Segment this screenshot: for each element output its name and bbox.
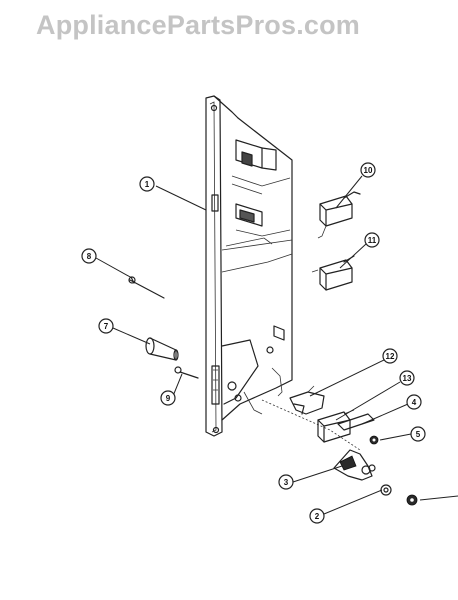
svg-text:7: 7 [104, 322, 109, 331]
pin-7 [145, 337, 179, 361]
svg-text:10: 10 [364, 166, 373, 175]
actuator-12 [289, 385, 325, 415]
switch-10 [317, 191, 361, 239]
washer-2 [380, 484, 392, 496]
switch-13 [317, 409, 355, 443]
callout-13: 13 [399, 370, 415, 386]
callout-10: 10 [360, 162, 376, 178]
svg-text:11: 11 [368, 236, 377, 245]
svg-text:2: 2 [315, 512, 320, 521]
callout-2: 2 [309, 508, 325, 524]
callout-4: 4 [406, 394, 422, 410]
callout-12: 12 [382, 348, 398, 364]
svg-text:12: 12 [386, 352, 395, 361]
svg-text:5: 5 [416, 430, 421, 439]
nut-lower [406, 494, 418, 506]
rivet-8 [128, 276, 165, 299]
lever-3 [333, 449, 376, 481]
svg-text:1: 1 [145, 180, 150, 189]
callout-11: 11 [364, 232, 380, 248]
svg-text:13: 13 [403, 374, 412, 383]
callout-9: 9 [160, 390, 176, 406]
svg-text:8: 8 [87, 252, 92, 261]
callout-7: 7 [98, 318, 114, 334]
svg-text:9: 9 [166, 394, 171, 403]
callout-3: 3 [278, 474, 294, 490]
callout-5: 5 [410, 426, 426, 442]
plate-4 [337, 413, 375, 431]
nut-5 [369, 435, 379, 445]
watermark-logo: AppliancePartsPros.com [36, 10, 361, 40]
mounting-bracket [205, 95, 361, 451]
leader-lines [95, 175, 458, 515]
svg-text:3: 3 [284, 478, 289, 487]
callout-1: 1 [139, 176, 155, 192]
callout-8: 8 [81, 248, 97, 264]
svg-text:4: 4 [412, 398, 417, 407]
screw-9 [174, 366, 199, 379]
